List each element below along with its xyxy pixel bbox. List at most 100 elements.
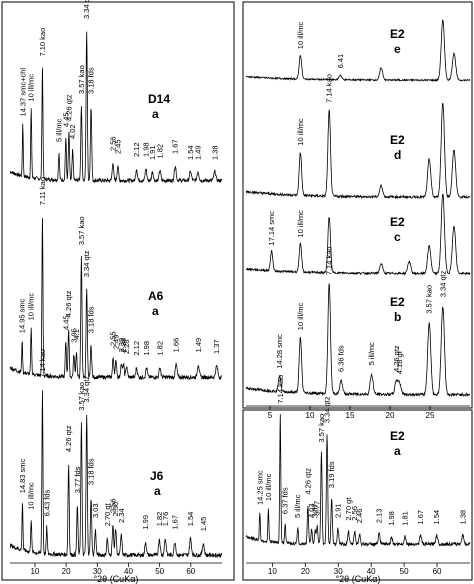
sample-sublabel: a (154, 484, 161, 498)
peak-label: 2.38 (117, 338, 126, 353)
peak-label: 3.34 qtz (82, 376, 91, 403)
peak-label: 7.14 kao (276, 375, 285, 404)
peak-label: 1.99 (141, 515, 150, 530)
x-tick-label: 25 (426, 411, 435, 420)
peak-label: 1.82 (156, 144, 165, 159)
peak-label: 10 ill/mc (296, 21, 305, 49)
sample-sublabel: a (152, 107, 159, 121)
peak-label: 1.91 (148, 145, 157, 160)
sample-name: E2 (390, 215, 405, 229)
peak-label: 4.26 qtz (392, 345, 401, 372)
peak-label: 6.36 fds (337, 345, 346, 372)
peak-label: 1.67 (416, 510, 425, 525)
sample-sublabel: a (152, 304, 159, 318)
x-tick-label: 20 (386, 411, 395, 420)
xrd-pattern-line (9, 390, 223, 559)
peak-label: 14.28 smc (275, 334, 284, 369)
peak-label: 1.37 (212, 339, 221, 354)
peak-label: 10 ill/mc (27, 74, 36, 102)
x-tick-label: 5 (268, 411, 273, 420)
xrd-pattern-line (245, 283, 471, 398)
peak-label: 1.67 (170, 515, 179, 530)
peak-label: 10 ill/mc (27, 293, 36, 321)
peak-label: 7.14 kao (325, 246, 334, 275)
peak-label: 1.82 (156, 341, 165, 356)
peak-label: 2.70 gt (344, 497, 353, 521)
x-tick-label: 10 (30, 567, 39, 576)
sample-name: E2 (390, 295, 405, 309)
x-tick-label: 30 (334, 567, 343, 576)
peak-label: 7.10 kao (38, 28, 47, 57)
sample-sublabel: e (394, 42, 401, 56)
peak-label: 3.87 (311, 503, 320, 518)
panel-frame (242, 1, 473, 409)
x-tick-label: 40 (367, 567, 376, 576)
x-tick-label: 15 (346, 411, 355, 420)
peak-label: 3.19 fds (327, 461, 336, 488)
peak-label: 5 ill/mc (293, 494, 302, 518)
peak-label: 5 ill/mc (367, 342, 376, 366)
peak-label: 14.95 smc (18, 298, 27, 333)
peak-label: 1.49 (194, 338, 203, 353)
peak-label: 1.76 (161, 512, 170, 527)
peak-label: 2.91 (333, 503, 342, 518)
peak-label: 2.56 (108, 498, 117, 513)
x-tick-label: 10 (306, 411, 315, 420)
peak-label: 4.02 (68, 124, 77, 139)
peak-label: 7.14 kao (38, 349, 47, 378)
peak-label: 1.38 (458, 510, 467, 525)
peak-label: 17.14 smc (267, 211, 276, 246)
peak-label: 2.49 (112, 335, 121, 350)
peak-label: 2.55 (109, 331, 118, 346)
x-tick-label: 20 (301, 567, 310, 576)
peak-label: 2.46 (355, 509, 364, 524)
peak-label: 3.95 (69, 328, 78, 343)
peak-label: 3.18 fds (87, 458, 96, 485)
peak-label: 3.57 kao (317, 414, 326, 443)
peak-label: 1.49 (194, 145, 203, 160)
peak-label: 14.83 smc (18, 458, 27, 493)
peak-label: 3.77 fds (73, 466, 82, 493)
peak-label: 3.77 (313, 501, 322, 516)
peak-label: 7.14 kao (325, 74, 334, 103)
peak-label: 6.37 fds (281, 487, 290, 514)
sample-sublabel: d (394, 148, 401, 162)
panel-frame (242, 409, 473, 581)
x-tick-label: 30 (93, 567, 102, 576)
peak-label: 2.13 (375, 509, 384, 524)
peak-label: 3.34 qtz (82, 0, 91, 19)
peak-label: 6.41 (336, 54, 345, 69)
x-tick-label: 50 (155, 567, 164, 576)
peak-label: 2.56 (108, 136, 117, 151)
panel-frame (1, 1, 235, 581)
peak-label: 4.26 qtz (64, 94, 73, 121)
peak-label: 2.28 (122, 339, 131, 354)
peak-label: 14.37 smc+chl (18, 68, 27, 117)
xrd-pattern-line (9, 217, 223, 381)
peak-label: 1.67 (171, 139, 180, 154)
sample-sublabel: a (394, 444, 401, 458)
peak-label: 3.57 kao (77, 65, 86, 94)
xrd-pattern-line (245, 102, 471, 200)
peak-label: 1.98 (387, 511, 396, 526)
sample-name: D14 (148, 92, 170, 106)
sample-sublabel: b (394, 310, 401, 324)
peak-label: 4.45 (61, 112, 70, 127)
peak-label: 4.26 qtz (64, 290, 73, 317)
sample-name: E2 (390, 133, 405, 147)
peak-label: 2.34 (119, 338, 128, 353)
peak-label: 4.18 gt (395, 350, 404, 374)
peak-label: 1.98 (141, 142, 150, 157)
peak-label: 2.70 gt (103, 502, 112, 526)
peak-label: 7.11 kao (38, 177, 47, 205)
